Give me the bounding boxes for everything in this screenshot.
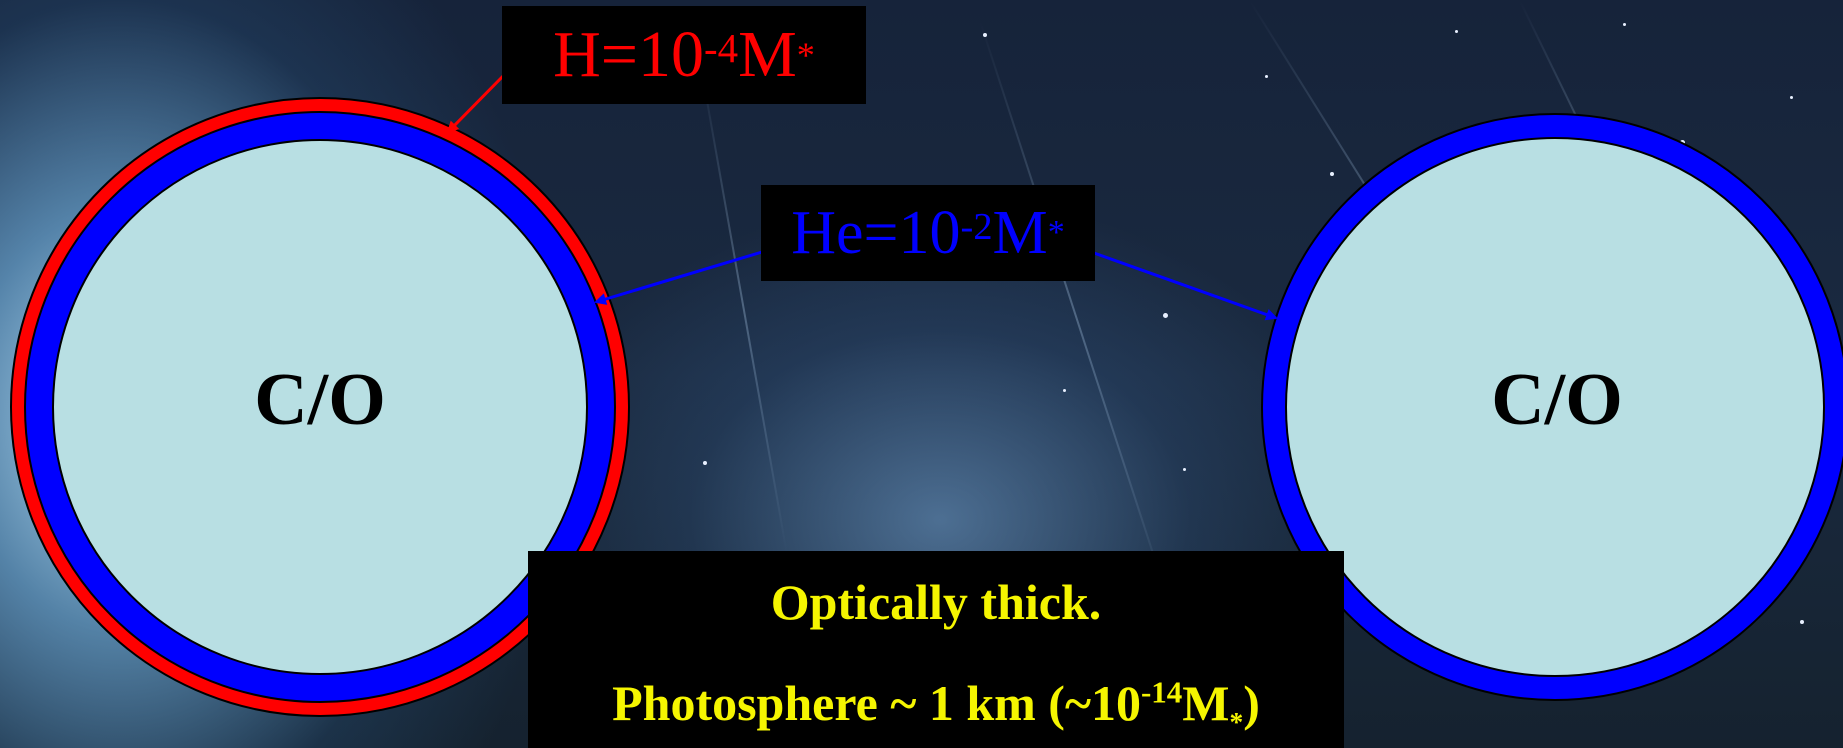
photosphere-text-unit: M xyxy=(1182,675,1230,731)
star-dot xyxy=(1790,96,1793,99)
helium-label-unit: M xyxy=(992,198,1048,267)
photosphere-text-exponent: -14 xyxy=(1140,674,1183,710)
hydrogen-label-prefix: H=10 xyxy=(553,18,704,91)
left-core-label: C/O xyxy=(254,359,386,441)
star-dot xyxy=(703,461,707,465)
hydrogen-label-unit: M xyxy=(738,18,797,91)
right-core-label: C/O xyxy=(1491,359,1623,441)
left-star xyxy=(10,97,630,717)
star-dot xyxy=(1183,468,1186,471)
star-dot xyxy=(1265,75,1268,78)
star-dot xyxy=(983,33,987,37)
helium-arrow-right xyxy=(1093,251,1278,321)
helium-arrow-left xyxy=(594,250,763,305)
helium-label-prefix: He=10 xyxy=(791,198,961,267)
right-star xyxy=(1261,113,1843,701)
star-dot xyxy=(1163,313,1168,318)
star-dot xyxy=(1800,620,1804,624)
hydrogen-arrow xyxy=(446,65,514,134)
optically-thick-text: Optically thick. xyxy=(770,574,1102,630)
photosphere-text-suffix: ) xyxy=(1243,675,1260,731)
photosphere-text-subscript: * xyxy=(1229,706,1244,737)
star-dot xyxy=(1623,23,1626,26)
photosphere-text-prefix: Photosphere ~ 1 km (~10 xyxy=(612,675,1141,731)
core xyxy=(1285,137,1825,677)
star-dot xyxy=(1455,30,1458,33)
core xyxy=(52,139,588,675)
photosphere-text: Photosphere ~ 1 km (~10-14M*) xyxy=(528,674,1344,735)
star-dot xyxy=(1330,172,1334,176)
photosphere-info-box: Optically thick. Photosphere ~ 1 km (~10… xyxy=(528,551,1344,748)
star-dot xyxy=(1063,389,1066,392)
